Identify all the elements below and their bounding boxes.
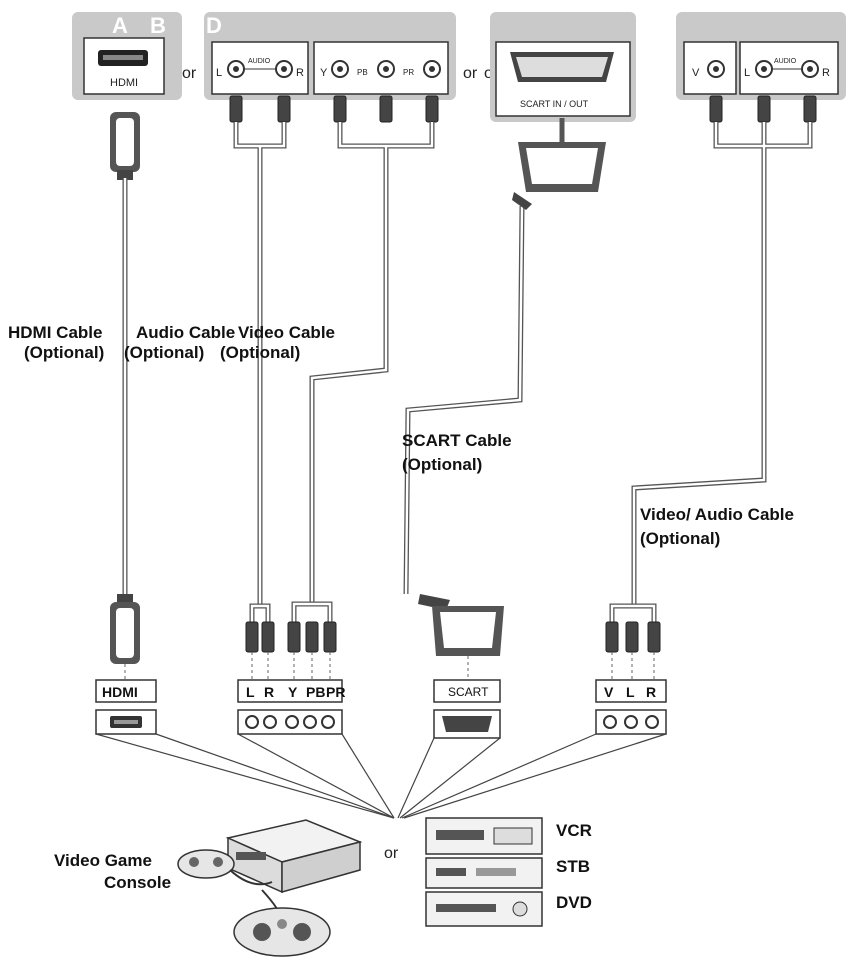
tv-port-av-audio-l: L bbox=[744, 67, 750, 79]
device-port-r: R bbox=[264, 684, 274, 700]
devices-or-label: or bbox=[384, 845, 399, 862]
av-devices-stack-icon bbox=[425, 817, 543, 927]
device-port-hdmi: HDMI bbox=[95, 679, 157, 735]
tv-panel-scart: SCART IN / OUT bbox=[490, 12, 636, 122]
tv-port-audio-l: L bbox=[216, 67, 222, 79]
tv-port-pr: PR bbox=[403, 68, 414, 77]
scart-cable-optional: (Optional) bbox=[402, 455, 482, 474]
tv-port-y: Y bbox=[320, 67, 328, 79]
or-label-2: or bbox=[463, 65, 478, 82]
tv-port-audio-r: R bbox=[296, 67, 304, 79]
dashed-guides bbox=[124, 652, 655, 680]
device-port-av: V L R bbox=[595, 679, 667, 735]
tv-port-hdmi-label: HDMI bbox=[110, 77, 138, 89]
panel-letter-a: A bbox=[112, 13, 128, 38]
dvd-label: DVD bbox=[556, 893, 592, 912]
device-scart-port-icon bbox=[442, 716, 492, 732]
console-label-line2: Console bbox=[104, 873, 171, 892]
scart-cable-title: SCART Cable bbox=[402, 431, 512, 450]
scart-cable bbox=[403, 118, 606, 656]
device-port-component: L R Y PB PR bbox=[237, 679, 345, 735]
device-port-av-r: R bbox=[646, 684, 656, 700]
audio-cable bbox=[233, 122, 287, 622]
device-port-av-l: L bbox=[626, 684, 635, 700]
device-port-y: Y bbox=[288, 684, 298, 700]
hdmi-cable bbox=[110, 112, 140, 664]
device-port-scart-label: SCART bbox=[448, 685, 489, 699]
hdmi-cable-title: HDMI Cable bbox=[8, 323, 102, 342]
audio-cable-title: Audio Cable bbox=[136, 323, 235, 342]
tv-panel-av: V L AUDIO R bbox=[676, 12, 846, 100]
top-rca-plugs bbox=[229, 95, 817, 123]
tv-port-scart-label: SCART IN / OUT bbox=[520, 99, 589, 109]
device-fan-lines bbox=[95, 733, 667, 819]
tv-panel-component: D L AUDIO R Y PB PR bbox=[204, 12, 456, 100]
tv-panel-hdmi: A B HDMI bbox=[72, 12, 182, 100]
tv-port-av-audio-r: R bbox=[822, 67, 830, 79]
device-port-pb: PB bbox=[306, 684, 325, 700]
tv-port-av-audio-label: AUDIO bbox=[774, 58, 797, 65]
device-port-pr: PR bbox=[326, 684, 345, 700]
audio-cable-optional: (Optional) bbox=[124, 343, 204, 362]
av-cable-title: Video/ Audio Cable bbox=[640, 505, 794, 524]
vcr-label: VCR bbox=[556, 821, 592, 840]
av-cable bbox=[609, 122, 813, 622]
device-port-l: L bbox=[246, 684, 255, 700]
video-cable bbox=[291, 122, 435, 622]
stb-label: STB bbox=[556, 857, 590, 876]
device-port-hdmi-label: HDMI bbox=[102, 684, 138, 700]
tv-port-audio-label: AUDIO bbox=[248, 58, 271, 65]
video-cable-title: Video Cable bbox=[238, 323, 335, 342]
device-port-scart: SCART bbox=[433, 679, 501, 739]
panel-letter-b: B bbox=[150, 13, 166, 38]
console-label-line1: Video Game bbox=[54, 851, 152, 870]
tv-port-pb: PB bbox=[357, 68, 368, 77]
game-console-icon bbox=[177, 819, 363, 957]
tv-port-video-v: V bbox=[692, 67, 700, 79]
hdmi-cable-optional: (Optional) bbox=[24, 343, 104, 362]
panel-letter-d: D bbox=[206, 13, 222, 38]
av-cable-optional: (Optional) bbox=[640, 529, 720, 548]
device-port-v: V bbox=[604, 684, 614, 700]
video-cable-optional: (Optional) bbox=[220, 343, 300, 362]
or-label-1: or bbox=[182, 65, 197, 82]
